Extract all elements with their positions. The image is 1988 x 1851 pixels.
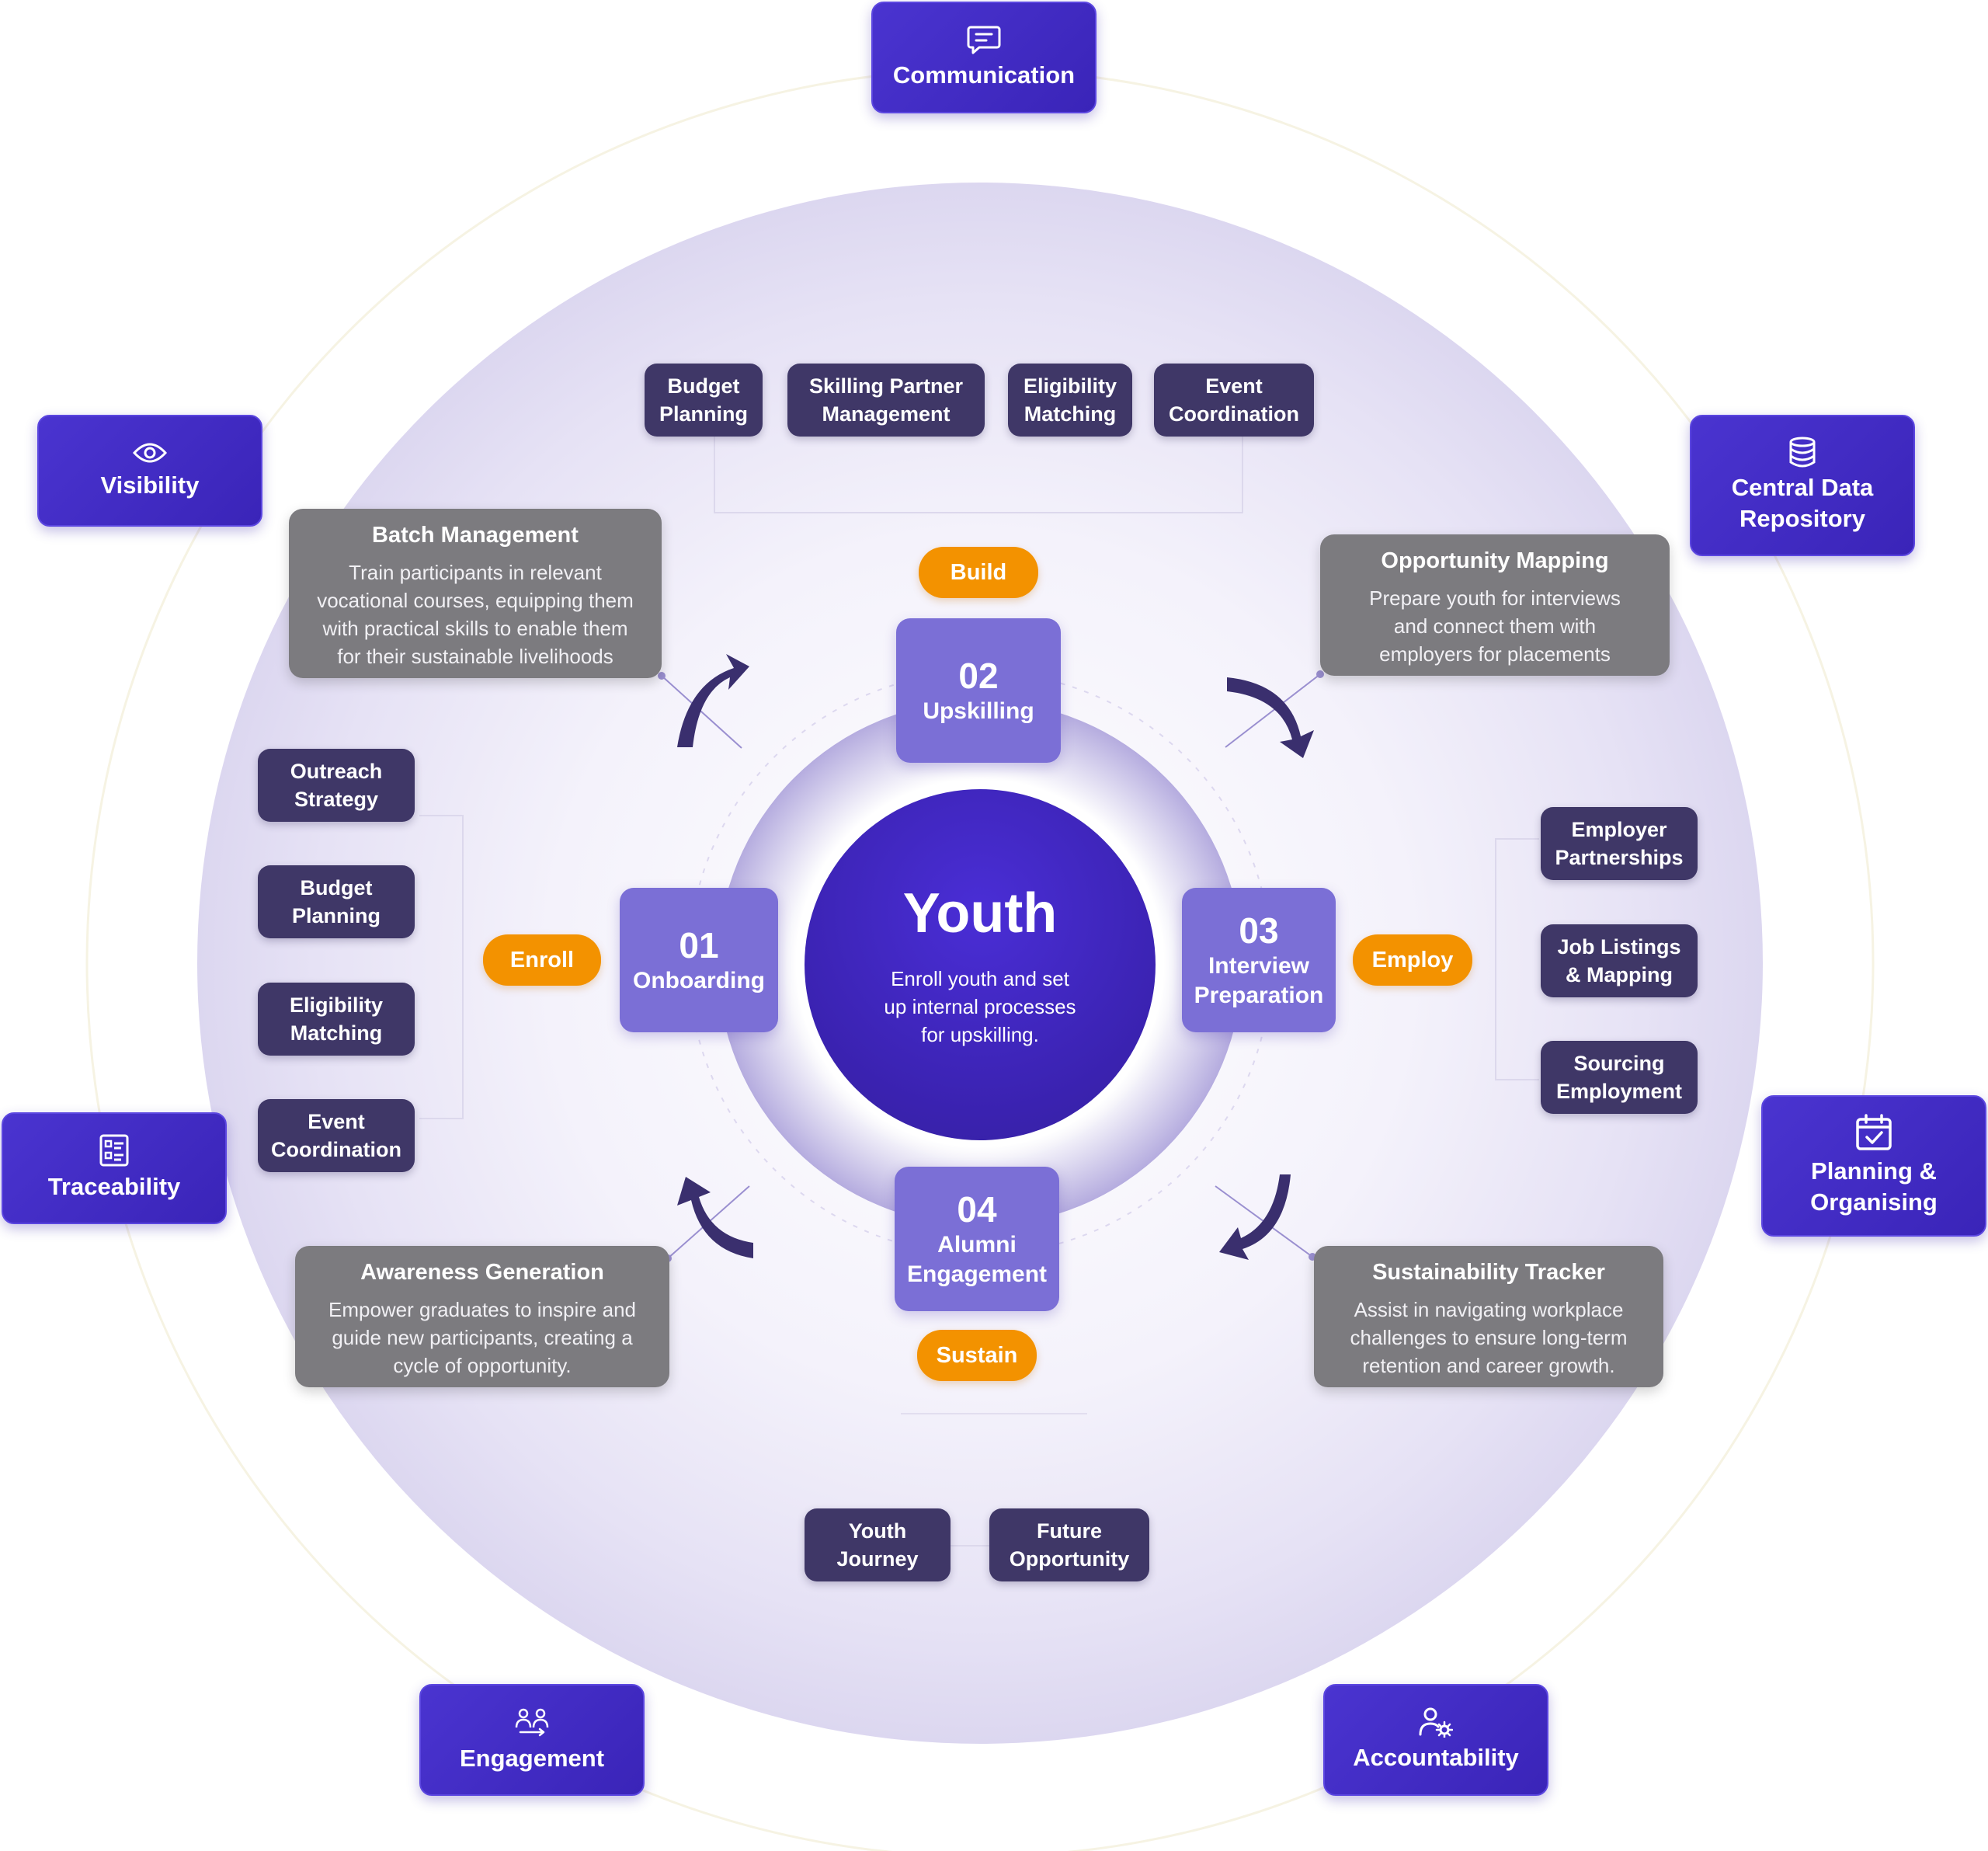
pill-skilling-partner-management[interactable]: Skilling Partner Management: [787, 364, 985, 437]
outer-label: Visibility: [100, 471, 200, 499]
stage-label: Onboarding: [633, 968, 765, 993]
youth-hub: Youth Enroll youth and set up internal p…: [805, 789, 1156, 1140]
card-title: Awareness Generation: [360, 1260, 604, 1285]
card-title: Sustainability Tracker: [1372, 1260, 1605, 1285]
stage-alumni-engagement[interactable]: 04 Alumni Engagement: [895, 1167, 1059, 1311]
leader-line-opportunity: [1225, 673, 1321, 748]
stage-interview-preparation[interactable]: 03 Interview Preparation: [1182, 888, 1336, 1032]
calendar-check-icon: [1856, 1114, 1892, 1150]
arrow-up-left: [677, 654, 749, 747]
stage-label: Alumni Engagement: [906, 1232, 1048, 1287]
outer-label: Planning & Organising: [1810, 1157, 1938, 1216]
pill-youth-journey[interactable]: Youth Journey: [805, 1508, 951, 1581]
card-title: Batch Management: [372, 523, 579, 548]
stage-label: Upskilling: [923, 698, 1034, 724]
stage-number: 04: [957, 1189, 997, 1230]
stage-number: 02: [958, 656, 999, 696]
left-bracket: [419, 815, 464, 1119]
stage-number: 03: [1239, 910, 1279, 951]
outer-visibility[interactable]: Visibility: [37, 415, 262, 527]
card-text: Assist in navigating workplace challenge…: [1350, 1298, 1628, 1377]
tag-build[interactable]: Build: [919, 547, 1038, 598]
outer-accountability[interactable]: Accountability: [1323, 1684, 1548, 1796]
card-text: Empower graduates to inspire and guide n…: [328, 1298, 636, 1377]
pill-budget-planning-left[interactable]: Budget Planning: [258, 865, 415, 938]
pill-event-coordination-top[interactable]: Event Coordination: [1154, 364, 1314, 437]
hub-title: Youth: [902, 882, 1058, 945]
people-exchange-icon: [515, 1708, 549, 1737]
pill-job-listings-mapping[interactable]: Job Listings & Mapping: [1541, 924, 1698, 997]
pill-budget-planning-top[interactable]: Budget Planning: [645, 364, 763, 437]
pill-event-coordination-left[interactable]: Event Coordination: [258, 1099, 415, 1172]
cycle-arrows: [677, 654, 1314, 1260]
card-awareness-generation: Awareness Generation Empower graduates t…: [295, 1246, 669, 1387]
arrow-down-left: [1219, 1174, 1291, 1260]
stage-number: 01: [679, 925, 719, 966]
chat-icon: [967, 26, 1001, 54]
outer-communication[interactable]: Communication: [871, 2, 1097, 113]
card-opportunity-mapping: Opportunity Mapping Prepare youth for in…: [1320, 534, 1670, 676]
pill-outreach-strategy[interactable]: Outreach Strategy: [258, 749, 415, 822]
top-bracket: [714, 435, 1243, 513]
outer-label: Central Data Repository: [1731, 474, 1874, 532]
outer-label: Accountability: [1353, 1744, 1519, 1771]
hub-subtitle: Enroll youth and set up internal process…: [884, 967, 1076, 1046]
outer-central-data-repository[interactable]: Central Data Repository: [1690, 415, 1915, 556]
tag-sustain[interactable]: Sustain: [917, 1330, 1037, 1381]
outer-label: Traceability: [47, 1173, 181, 1200]
tag-enroll[interactable]: Enroll: [483, 934, 601, 986]
card-text: Train participants in relevant vocationa…: [317, 561, 634, 668]
outer-planning-organising[interactable]: Planning & Organising: [1761, 1095, 1986, 1237]
pill-eligibility-matching-left[interactable]: Eligibility Matching: [258, 983, 415, 1056]
outer-label: Engagement: [459, 1745, 605, 1772]
stage-upskilling[interactable]: 02 Upskilling: [896, 618, 1061, 763]
eye-icon: [133, 443, 167, 463]
checklist-icon: [99, 1134, 129, 1167]
database-icon: [1789, 437, 1816, 468]
right-bracket: [1495, 838, 1539, 1080]
arrow-down-right: [1227, 677, 1314, 758]
card-title: Opportunity Mapping: [1381, 548, 1609, 573]
pill-future-opportunity[interactable]: Future Opportunity: [989, 1508, 1149, 1581]
tag-employ[interactable]: Employ: [1353, 934, 1472, 986]
pill-sourcing-employment[interactable]: Sourcing Employment: [1541, 1041, 1698, 1114]
user-gear-icon: [1419, 1707, 1453, 1738]
outer-label: Communication: [892, 61, 1076, 89]
card-text: Prepare youth for interviews and connect…: [1369, 586, 1621, 666]
card-batch-management: Batch Management Train participants in r…: [289, 509, 662, 678]
card-sustainability-tracker: Sustainability Tracker Assist in navigat…: [1314, 1246, 1663, 1387]
leader-line-batch: [661, 675, 742, 749]
outer-engagement[interactable]: Engagement: [419, 1684, 645, 1796]
arrow-up-right: [677, 1177, 753, 1258]
stage-label: Interview Preparation: [1194, 953, 1324, 1008]
outer-traceability[interactable]: Traceability: [2, 1112, 227, 1224]
pill-eligibility-matching-top[interactable]: Eligibility Matching: [1008, 364, 1132, 437]
pill-employer-partnerships[interactable]: Employer Partnerships: [1541, 807, 1698, 880]
stage-onboarding[interactable]: 01 Onboarding: [620, 888, 778, 1032]
